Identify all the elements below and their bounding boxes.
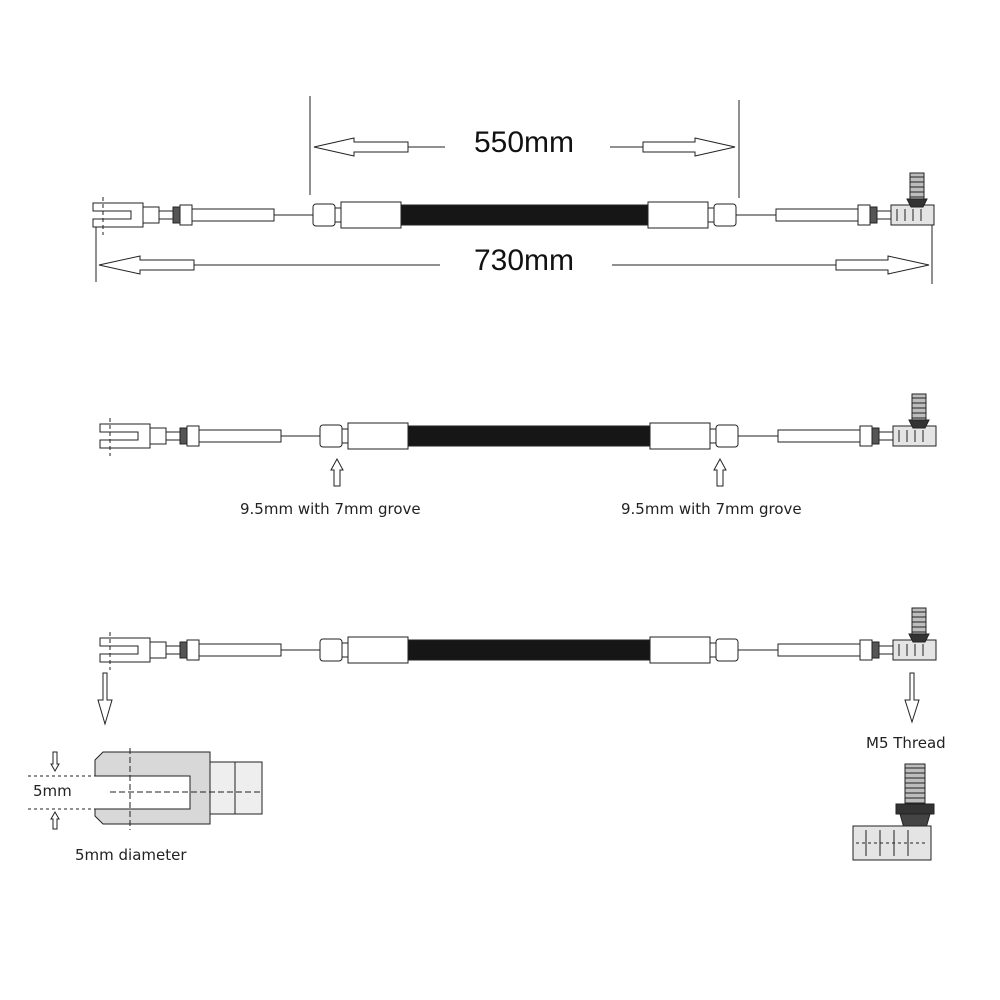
fork-opening-label: 5mm — [33, 782, 72, 800]
cable-jacket — [407, 425, 651, 447]
groove-left — [341, 428, 349, 444]
groove-right — [707, 207, 715, 223]
cable-row-top — [92, 172, 935, 235]
arrow-left-icon — [98, 255, 195, 275]
lock-nut — [179, 427, 188, 445]
inner-rod — [198, 429, 282, 443]
arrow-up-icon — [330, 457, 344, 487]
threaded-rod — [165, 645, 181, 655]
arrow-down-icon — [50, 751, 60, 773]
groove-callouts — [330, 457, 727, 487]
cable-row-middle — [99, 393, 937, 456]
swivel-end-detail — [852, 763, 935, 861]
hex-fitting — [186, 425, 200, 447]
groove-label-left: 9.5mm with 7mm grove — [240, 500, 421, 518]
fork-shank — [142, 206, 160, 224]
hex-fitting — [859, 639, 873, 661]
inner-rod — [777, 643, 861, 657]
cable-jacket — [400, 204, 649, 226]
threaded-rod — [876, 210, 892, 220]
inner-rod — [777, 429, 861, 443]
arrow-right-icon — [835, 255, 930, 275]
arrow-right-icon — [642, 137, 736, 157]
end-fitting-right — [649, 636, 711, 664]
groove-right — [709, 428, 717, 444]
groove-left — [334, 207, 342, 223]
thread-label: M5 Thread — [866, 734, 946, 752]
fork-shank — [149, 427, 167, 445]
lock-nut — [869, 206, 878, 224]
groove-ferrule-left — [312, 203, 336, 227]
threaded-rod — [165, 431, 181, 441]
threaded-rod — [878, 645, 894, 655]
fork-end-detail — [28, 748, 263, 830]
lock-nut — [871, 427, 880, 445]
hex-fitting — [179, 204, 193, 226]
lock-nut — [871, 641, 880, 659]
fork-end — [99, 637, 151, 663]
groove-right — [709, 642, 717, 658]
fork-end — [99, 423, 151, 449]
inner-rod — [775, 208, 859, 222]
groove-ferrule-right — [715, 638, 739, 662]
arrow-up-icon — [713, 457, 727, 487]
groove-ferrule-right — [713, 203, 737, 227]
arrow-down-icon — [904, 672, 920, 724]
cable-row-bottom — [99, 607, 937, 670]
inner-rod — [198, 643, 282, 657]
threaded-rod — [878, 431, 894, 441]
lock-nut — [172, 206, 181, 224]
arrow-left-icon — [313, 137, 409, 157]
detail-callouts — [97, 672, 920, 726]
end-fitting-left — [347, 636, 409, 664]
arrow-up-icon — [50, 810, 60, 830]
dimension-550mm — [309, 96, 740, 198]
end-fitting-left — [347, 422, 409, 450]
threaded-rod — [158, 210, 174, 220]
thread-lines — [905, 767, 925, 804]
swivel-detail-lines — [856, 830, 928, 856]
hex-fitting — [859, 425, 873, 447]
fork-end — [92, 202, 144, 228]
groove-label-right: 9.5mm with 7mm grove — [621, 500, 802, 518]
arrow-down-icon — [97, 672, 113, 726]
cable-jacket — [407, 639, 651, 661]
groove-ferrule-right — [715, 424, 739, 448]
fork-shank — [209, 761, 263, 815]
inner-rod — [191, 208, 275, 222]
swivel-collar — [908, 633, 930, 643]
groove-ferrule-left — [319, 638, 343, 662]
pin-diameter-label: 5mm diameter — [75, 846, 187, 864]
groove-ferrule-left — [319, 424, 343, 448]
end-fitting-left — [340, 201, 402, 229]
fork-shank — [149, 641, 167, 659]
swivel-collar — [908, 419, 930, 429]
groove-left — [341, 642, 349, 658]
dimension-label-overall: 730mm — [474, 244, 575, 277]
lock-nut — [179, 641, 188, 659]
swivel-nut — [895, 803, 935, 815]
end-fitting-right — [649, 422, 711, 450]
end-fitting-right — [647, 201, 709, 229]
hex-fitting — [186, 639, 200, 661]
dimension-label-inner: 550mm — [474, 126, 575, 159]
fork-body — [94, 751, 211, 825]
hex-fitting — [857, 204, 871, 226]
dimension-730mm — [95, 222, 933, 284]
swivel-collar — [906, 198, 928, 208]
